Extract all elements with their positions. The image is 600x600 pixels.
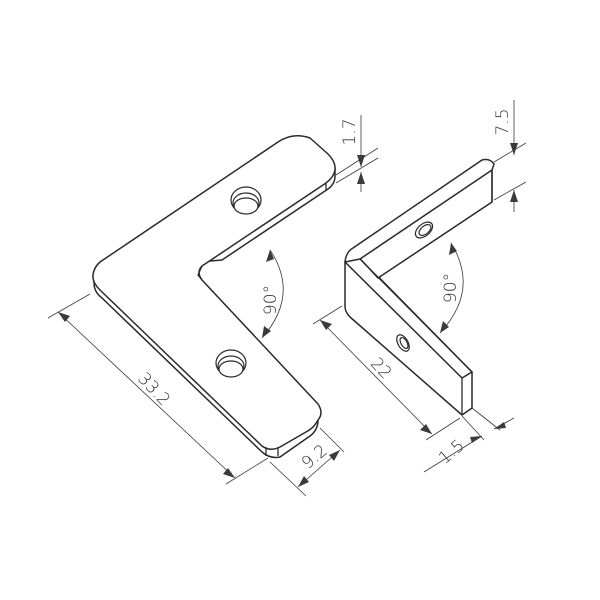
bracket-back-top-strip [344, 158, 495, 263]
flat-plate-top-face [92, 135, 336, 450]
height-label-right: 7.5 [493, 108, 513, 135]
thickness-dimension-right: 1.5 [423, 407, 515, 473]
angle-label-right: 90° [441, 273, 461, 303]
length-label-left: 33.2 [133, 369, 173, 410]
angle-dimension-right: 90° [439, 242, 464, 334]
inner-corner-edge [197, 265, 203, 281]
bent-corner-connector: 90° 7.5 22 1.5 [312, 100, 527, 473]
lower-hole [215, 349, 247, 378]
end-cap-edge-bottom [265, 447, 279, 456]
thickness-label-left: 1.7 [340, 118, 360, 145]
flat-corner-connector: 90° 1.7 33.2 9.2 [47, 115, 379, 497]
length-label-right: 22 [366, 354, 395, 383]
angle-dimension-left: 90° [261, 249, 284, 339]
back-flange-hole [414, 221, 434, 239]
bracket-front-flange [344, 261, 473, 416]
front-inner-edge [359, 258, 473, 373]
height-dimension-right: 7.5 [493, 100, 527, 212]
thickness-dimension-left: 1.7 [335, 115, 379, 192]
upper-hole [230, 186, 262, 215]
width-label-left: 9.2 [298, 441, 332, 474]
front-flange-hole [396, 334, 410, 352]
angle-label-left: 90° [261, 285, 281, 315]
thickness-label-right: 1.5 [435, 436, 469, 469]
